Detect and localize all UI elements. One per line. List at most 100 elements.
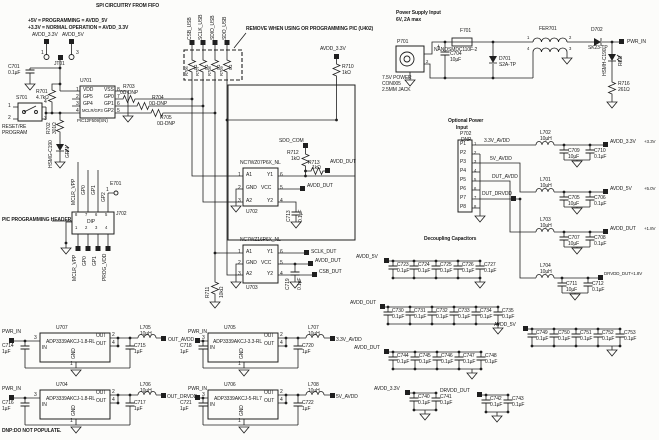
schematic-label: C725 (440, 262, 452, 268)
schematic-label: U703 (246, 285, 258, 291)
schematic-label: 10µH (540, 183, 552, 189)
schematic-label: 0.1µF (602, 336, 615, 342)
schematic-label: L704 (540, 263, 551, 269)
schematic-label: 10µF (566, 287, 578, 293)
schematic-label: 0.1µF (490, 402, 503, 408)
schematic-label: AVDD_5V (494, 322, 516, 328)
schematic-label: 4 (474, 168, 477, 173)
schematic-label: C746 (441, 353, 453, 359)
schematic-label: PWR_IN (627, 39, 646, 45)
schematic-label: 10µH (540, 269, 552, 275)
schematic-label: OUT (264, 341, 275, 347)
schematic-label: +3.3V (644, 139, 656, 144)
schematic-label: 3.3V_AVDD (336, 337, 362, 343)
schematic-label: C730 (392, 308, 404, 314)
schematic-label: 0.1µF (8, 70, 21, 76)
schematic-label: DRVDD_DUT (440, 388, 470, 394)
schematic-label: C722 (302, 400, 314, 406)
schematic-label: DUT_AVDD (492, 174, 518, 180)
schematic-label: L702 (540, 130, 551, 136)
schematic-label: C742 (490, 396, 502, 402)
schematic-label: OUT (264, 390, 275, 396)
schematic-label: SDO_COM (279, 138, 304, 144)
schematic-label: AVDD_3.3V (610, 139, 636, 145)
schematic-label: C745 (419, 353, 431, 359)
schematic-label: 4 (76, 108, 79, 114)
schematic-label: 1 (238, 172, 241, 178)
schematic-label: C748 (485, 353, 497, 359)
schematic-label: +1.8V (644, 226, 656, 231)
schematic-label: 1µF (180, 406, 189, 412)
schematic-label: 0.1µF (580, 336, 593, 342)
schematic-label: D701 (499, 56, 511, 62)
schematic-label: 0.1µF (414, 314, 427, 320)
schematic-label: 0.1µF (298, 209, 304, 222)
schematic-label: C753 (624, 330, 636, 336)
schematic-label: C708 (594, 235, 606, 241)
schematic-label: Y2 (267, 198, 273, 204)
schematic-label: 1µF (2, 406, 11, 412)
schematic-label: A2 (246, 271, 252, 277)
schematic-label: AVDD_DUT (315, 258, 341, 264)
schematic-label: C743 (512, 396, 524, 402)
schematic-label: IN (210, 345, 215, 351)
schematic-label: 6 (117, 101, 120, 107)
schematic-label: 4.7kΩ (36, 95, 49, 101)
schematic-label: L701 (540, 177, 551, 183)
section-title-spi: SPI CIRCUITRY FROM FIFO (96, 3, 159, 9)
schematic-label: 1 (70, 361, 73, 367)
schematic-label: 10µH (540, 136, 552, 142)
schematic-label: 0Ω-DNP (120, 90, 139, 96)
schematic-label: 8 (117, 87, 120, 93)
schematic-label: C707 (568, 235, 580, 241)
schematic-label: 0.1µF (594, 241, 607, 247)
schematic-label: 2 (76, 94, 79, 100)
schematic-label: FER701 (539, 26, 557, 32)
schematic-label: C726 (462, 262, 474, 268)
schematic-label: VCC (261, 260, 272, 266)
schematic-label: GP1 (104, 101, 114, 107)
schematic-label: 1 (76, 87, 79, 93)
note-remove-resistors: REMOVE WHEN USING OR PROGRAMMING PIC (U4… (246, 26, 374, 32)
schematic-label: 10µF (568, 201, 580, 207)
schematic-label: 10kΩ (219, 286, 225, 298)
schematic-label: U706 (224, 382, 236, 388)
schematic-label: 1µF (302, 349, 311, 355)
schematic-label: OUT (96, 341, 107, 347)
schematic-label: ADP3339AKCJ-3.3-RL (213, 339, 263, 345)
schematic-label: 1kΩ (312, 165, 321, 171)
schematic-label: 1kΩ (291, 156, 300, 162)
schematic-label: L706 (140, 382, 151, 388)
schematic-label: OUT_DRVDD (167, 394, 198, 400)
schematic-label: SCLK_USB (198, 14, 204, 40)
schematic-label: 0.1µF (397, 359, 410, 365)
schematic-label: IN (42, 402, 47, 408)
schematic-label: 2 (280, 332, 283, 338)
schematic-label: C752 (602, 330, 614, 336)
schematic-label: HSMH-C190 (602, 48, 608, 76)
schematic-label: 0.1µF (480, 314, 493, 320)
schematic-label: C741 (440, 394, 452, 400)
schematic-label: 1 (8, 103, 11, 109)
schematic-label: 5V_AVDD (490, 156, 512, 162)
schematic-label: 2 (8, 115, 11, 121)
buffer-u703 (242, 244, 279, 284)
schematic-label: MCLR_VPP (72, 254, 78, 281)
schematic-label: 3 (76, 50, 79, 56)
schematic-label: 7 (474, 195, 477, 200)
schematic-label: C750 (558, 330, 570, 336)
switch-s701 (17, 102, 43, 122)
schematic-label: A1 (246, 249, 252, 255)
schematic-label: 1µF (2, 349, 11, 355)
schematic-label: 5 (105, 212, 108, 217)
schematic-label: U707 (56, 325, 68, 331)
schematic-label: 0.1µF (484, 268, 497, 274)
schematic-label: 4 (527, 46, 530, 51)
schematic-label: 3 (76, 101, 79, 107)
schematic-label: P5 (460, 177, 466, 183)
schematic-label: SDIO_USB (210, 15, 216, 41)
schematic-label: GP0 (81, 185, 87, 195)
schematic-label: AVDD_DUT (354, 345, 380, 351)
schematic-label: 2.5MM JACK (382, 87, 411, 93)
